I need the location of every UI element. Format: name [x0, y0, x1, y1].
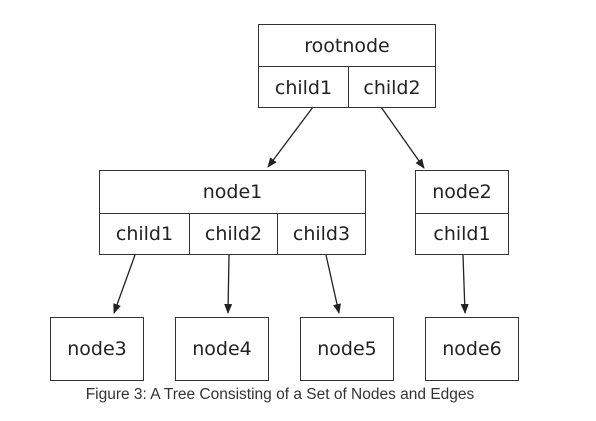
- edge-node1-node3: [113, 254, 136, 314]
- node1-label: node1: [202, 181, 263, 203]
- node4-box: node4: [175, 317, 269, 381]
- node1-box: node1 child1 child2 child3: [99, 170, 366, 255]
- node2-title: node2: [416, 171, 508, 214]
- node4-label: node4: [192, 338, 252, 360]
- node1-child1-cell: child1: [115, 223, 174, 245]
- node3-label: node3: [67, 338, 127, 360]
- node1-child3-cell: child3: [277, 214, 365, 254]
- rootnode-child2-cell: child2: [348, 67, 435, 108]
- node2-label: node2: [432, 181, 492, 203]
- node5-label: node5: [317, 338, 377, 360]
- node2-children: child1: [416, 214, 508, 254]
- node1-children: child1 child2 child3: [100, 214, 365, 254]
- edge-rootnode-node2: [380, 106, 425, 169]
- rootnode-label: rootnode: [304, 34, 390, 57]
- node5-box: node5: [300, 317, 394, 381]
- node3-box: node3: [50, 317, 144, 381]
- edge-node2-node6: [460, 254, 469, 314]
- node2-child1-cell: child1: [433, 223, 491, 245]
- node6-box: node6: [425, 317, 519, 381]
- rootnode-children: child1 child2: [259, 67, 435, 108]
- figure-caption: Figure 3: A Tree Consisting of a Set of …: [85, 386, 475, 403]
- rootnode-box: rootnode child1 child2: [258, 24, 436, 108]
- edge-node1-node4: [224, 254, 233, 314]
- node2-box: node2 child1: [415, 170, 509, 255]
- node1-child2-cell: child2: [189, 214, 277, 254]
- edge-node1-node5: [325, 254, 341, 314]
- node1-title: node1: [100, 171, 365, 214]
- rootnode-title: rootnode: [259, 25, 435, 67]
- node6-label: node6: [442, 338, 502, 360]
- edge-rootnode-node1: [267, 106, 314, 168]
- rootnode-child1-cell: child1: [274, 76, 333, 99]
